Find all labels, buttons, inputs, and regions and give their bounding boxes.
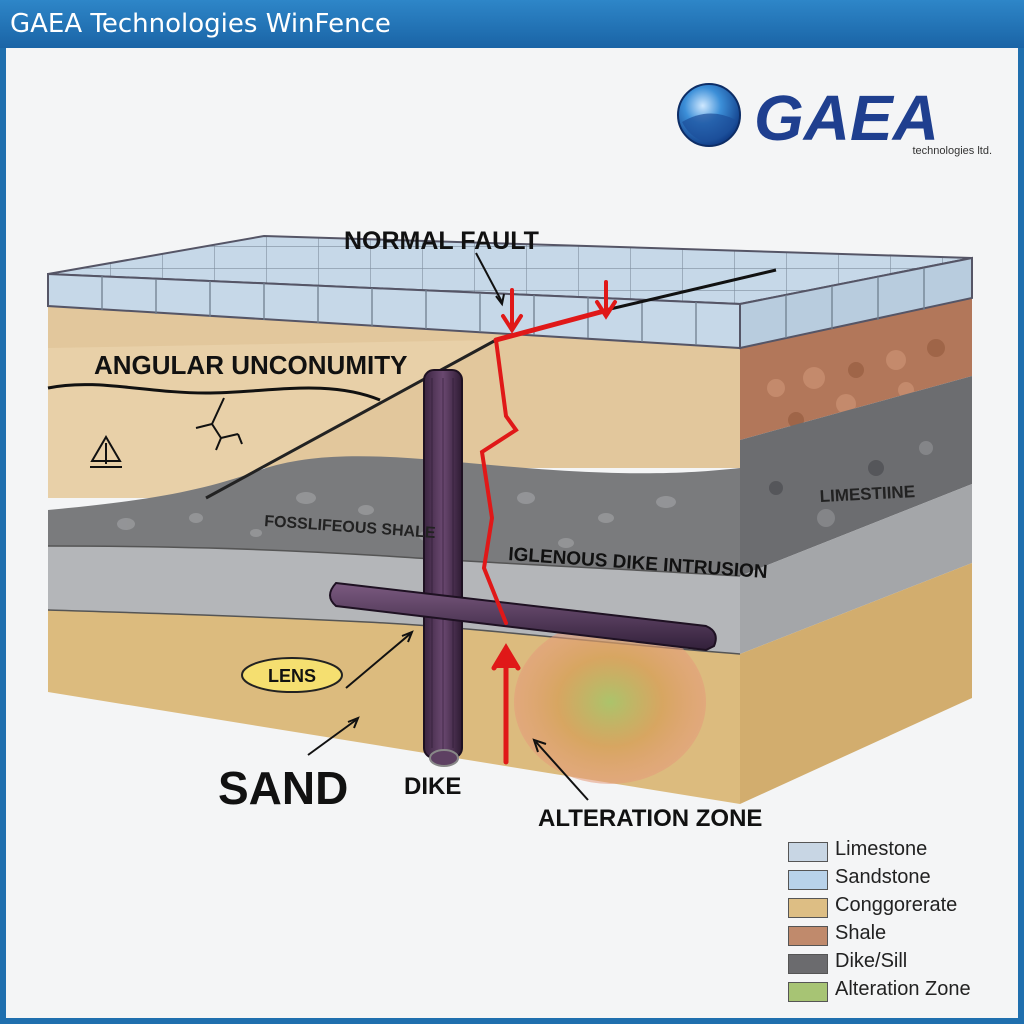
crack-marks	[195, 397, 243, 451]
label-dike: DIKE	[404, 773, 461, 800]
label-normal-fault: NORMAL FAULT	[344, 227, 539, 255]
normal-fault	[479, 280, 617, 765]
gaea-logo: GAEA technologies ltd.	[677, 82, 993, 157]
block-diagram: GAEA technologies ltd. LIMESTIINE	[47, 82, 993, 832]
title-bar: GAEA Technologies WinFence	[0, 0, 1024, 48]
diagram-canvas: GAEA technologies ltd. LIMESTIINE	[6, 48, 1018, 1018]
unconformity-surface	[47, 383, 381, 402]
unconformity-wedge	[48, 340, 496, 498]
legend-item: Dike/Sill	[784, 950, 1014, 978]
side-grey-layer	[740, 484, 972, 654]
fault-top-trace	[493, 307, 611, 343]
logo-tagline: technologies ltd.	[913, 145, 993, 157]
legend-label: Limestone	[835, 838, 928, 860]
limestone-top-surface	[47, 234, 973, 350]
legend-swatch	[788, 842, 828, 862]
logo-wordmark: GAEA	[754, 82, 939, 154]
unconformity-line	[205, 338, 497, 500]
legend-item: Sandstone	[784, 866, 1014, 894]
igneous-sill	[329, 581, 717, 652]
side-limestone-layer	[740, 376, 972, 576]
legend-item: Limestone	[784, 838, 1014, 866]
legend-label: Shale	[835, 922, 887, 944]
window-title: GAEA Technologies WinFence	[10, 9, 391, 39]
legend-swatch	[788, 954, 828, 974]
legend-swatch	[788, 982, 828, 1002]
label-angular-unconformity: ANGULAR UNCONUMITY	[94, 350, 407, 380]
block-front-face	[47, 306, 741, 804]
legend-swatch	[788, 898, 828, 918]
legend-label: Sandstone	[835, 866, 931, 888]
legend-label: Dike/Sill	[835, 950, 908, 972]
legend-label: Conggorerate	[835, 894, 958, 916]
legend-swatch	[788, 870, 828, 890]
lens-badge	[241, 657, 343, 693]
legend-item: Alteration Zone	[784, 978, 1014, 1006]
leader-arrows	[307, 252, 589, 801]
side-sand-layer	[740, 563, 972, 804]
legend-swatch	[788, 926, 828, 946]
fault-trace-top	[605, 268, 777, 312]
label-alteration-zone: ALTERATION ZONE	[538, 805, 762, 832]
alteration-zone	[514, 620, 706, 784]
label-lens: LENS	[268, 666, 316, 686]
legend-item: Conggorerate	[784, 894, 1014, 922]
block-right-face: LIMESTIINE	[740, 298, 972, 804]
label-sand: SAND	[218, 762, 348, 814]
legend-label: Alteration Zone	[835, 978, 971, 1000]
legend-item: Shale	[784, 922, 1014, 950]
fault-plane-line	[479, 338, 519, 625]
up-arrow-icon	[90, 435, 122, 468]
label-limestone-side: LIMESTIINE	[819, 482, 915, 506]
